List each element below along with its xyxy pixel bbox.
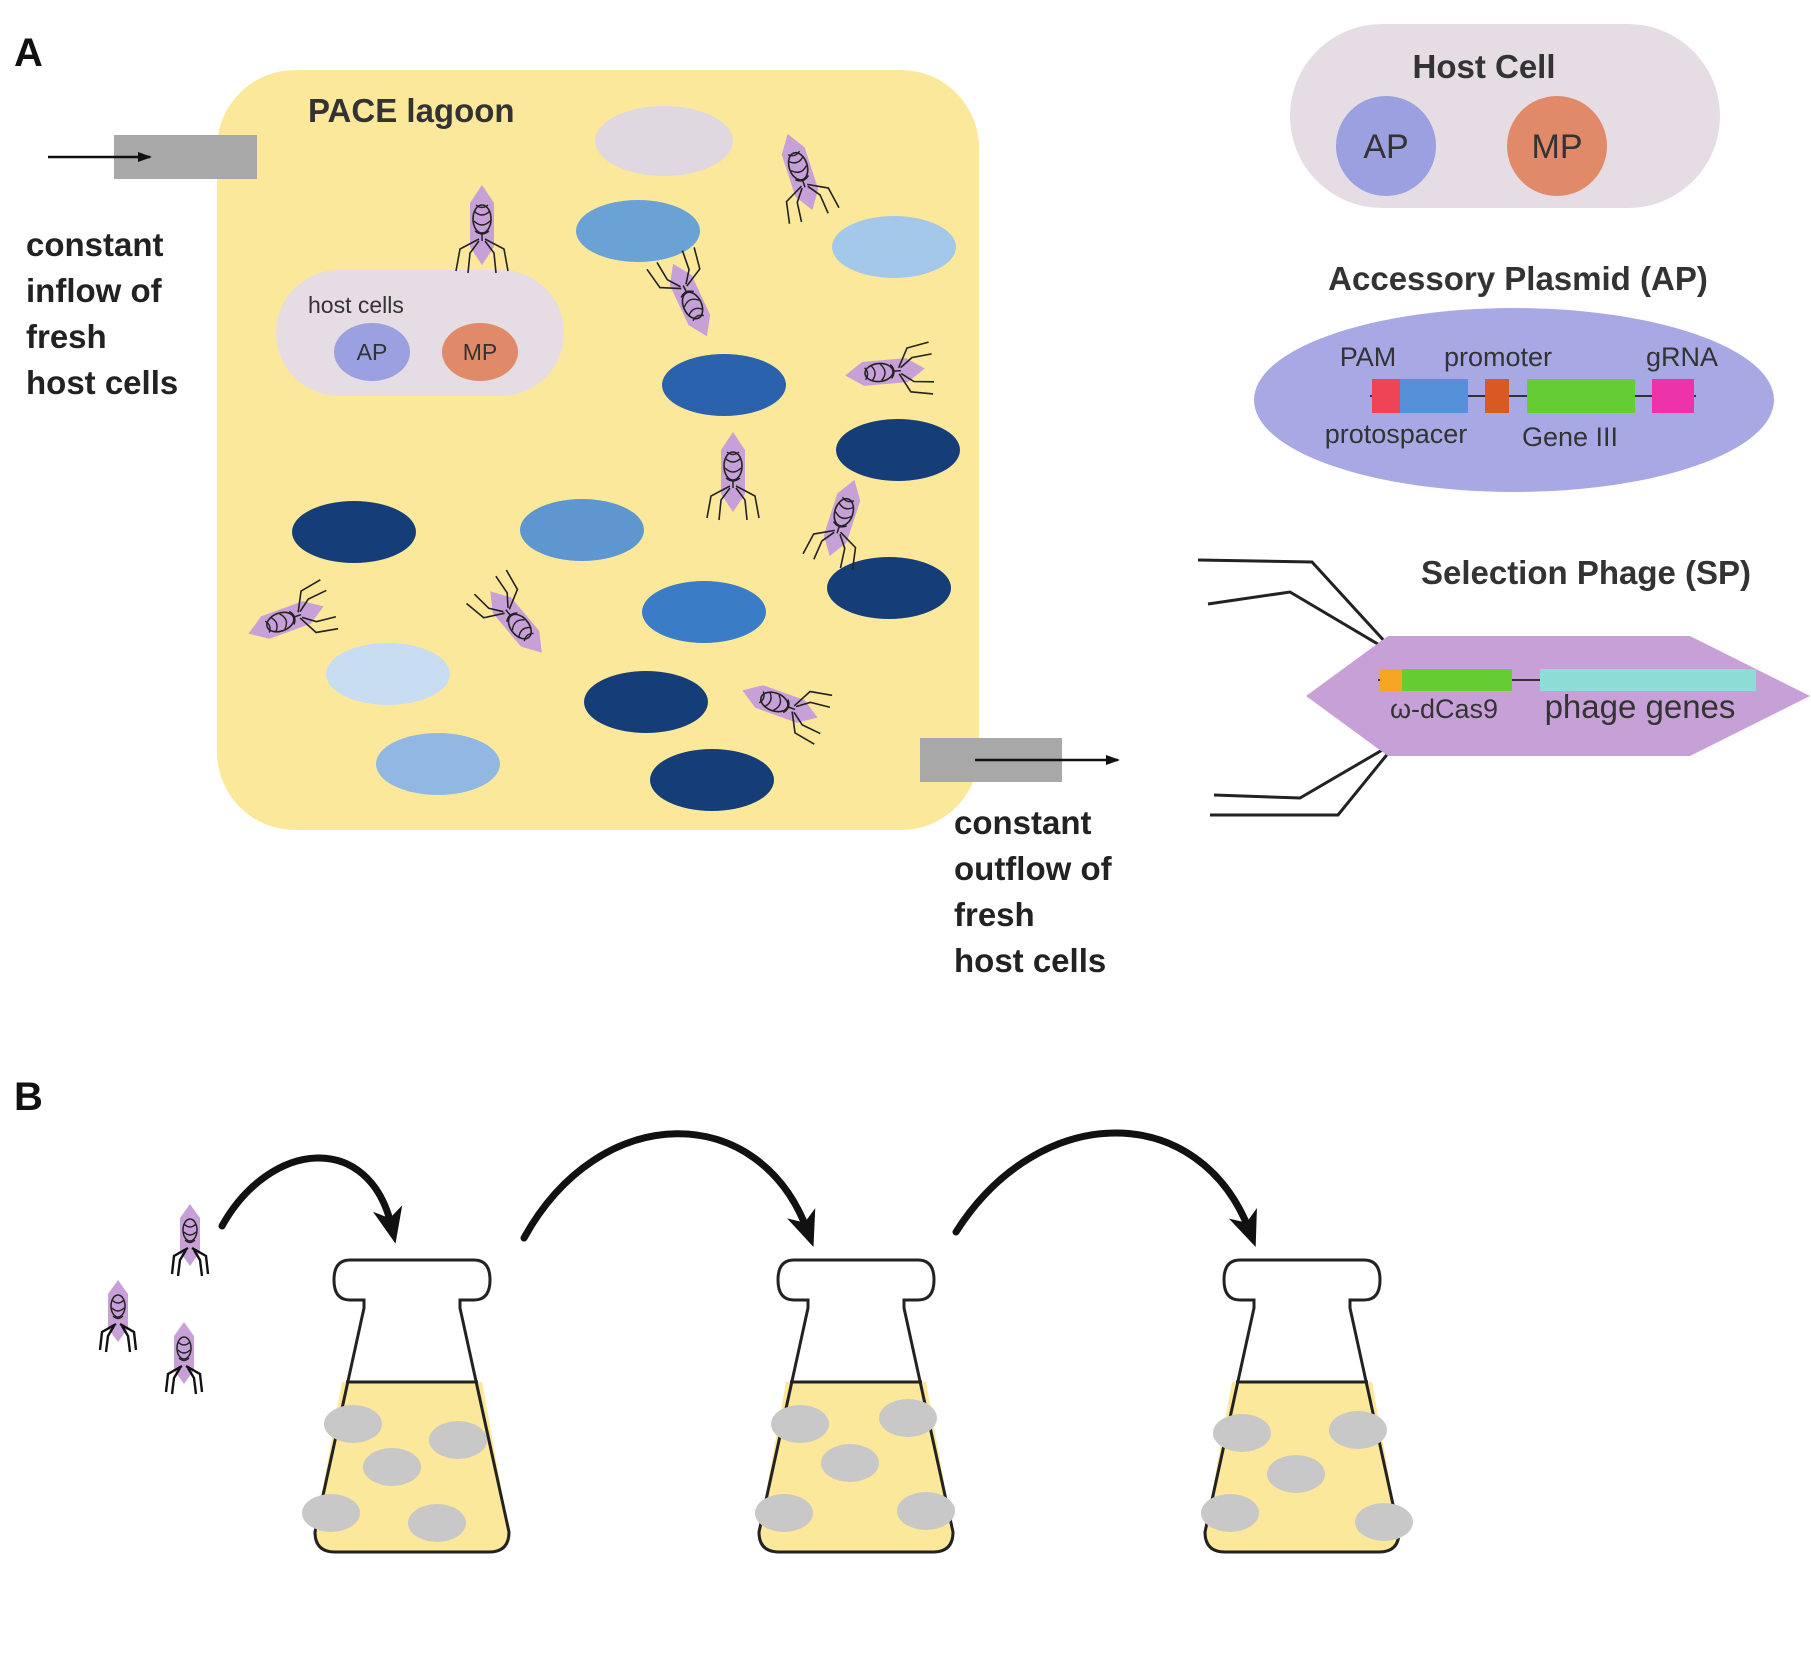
outflow-line-2: outflow of xyxy=(954,850,1113,887)
transfer-arrows xyxy=(218,1129,1257,1248)
lagoon-cell xyxy=(832,216,956,278)
flask-1 xyxy=(302,1258,511,1554)
lagoon-cell xyxy=(836,419,960,481)
selection-phage-body xyxy=(1306,636,1810,756)
host-cell-title: Host Cell xyxy=(1412,48,1555,85)
flask-2 xyxy=(755,1258,955,1554)
panel-b-phages xyxy=(98,1202,210,1396)
inner-ap-label: AP xyxy=(357,339,388,365)
inner-mp-label: MP xyxy=(463,339,498,365)
inner-host-cell xyxy=(276,270,564,396)
lagoon-cell xyxy=(650,749,774,811)
pace-lagoon xyxy=(217,70,979,830)
transfer-arrow-3 xyxy=(952,1129,1257,1247)
selection-phage-tails xyxy=(1197,558,1400,817)
transfer-arrow-2 xyxy=(520,1130,816,1248)
inflow-line-3: fresh xyxy=(26,318,107,355)
inner-host-title: host cells xyxy=(308,292,404,318)
phage-genes-label: phage genes xyxy=(1545,688,1736,725)
lagoon-cells xyxy=(292,106,960,811)
inner-mp-circle xyxy=(442,323,518,381)
lagoon-cell xyxy=(326,643,450,705)
inner-ap-circle xyxy=(334,323,410,381)
accessory-plasmid-title: Accessory Plasmid (AP) xyxy=(1328,260,1708,297)
phage-icon xyxy=(164,1320,204,1396)
phage-icon xyxy=(170,1202,210,1278)
dcas9-segment xyxy=(1402,669,1512,691)
panel-b-label: B xyxy=(14,1075,43,1119)
lagoon-cell xyxy=(642,581,766,643)
gene3-label: Gene III xyxy=(1522,422,1618,452)
promoter-segment xyxy=(1485,379,1509,413)
omega-segment xyxy=(1380,669,1402,691)
lagoon-cell xyxy=(595,106,733,176)
pam-segment xyxy=(1372,379,1400,413)
lagoon-cell xyxy=(520,499,644,561)
transfer-arrow-1 xyxy=(218,1154,403,1244)
host-mp-circle xyxy=(1507,96,1607,196)
outflow-line-3: fresh xyxy=(954,896,1035,933)
lagoon-cell xyxy=(827,557,951,619)
host-ap-label: AP xyxy=(1363,128,1408,166)
inflow-line-2: inflow of xyxy=(26,272,163,309)
grna-segment xyxy=(1652,379,1694,413)
protospacer-segment xyxy=(1400,379,1468,413)
outflow-label: constant outflow of fresh host cells xyxy=(954,804,1113,979)
phage-icon xyxy=(98,1278,138,1354)
outflow-line-1: constant xyxy=(954,804,1092,841)
lagoon-cell xyxy=(376,733,500,795)
accessory-plasmid xyxy=(1254,308,1774,492)
flask-3 xyxy=(1201,1258,1413,1554)
host-ap-circle xyxy=(1336,96,1436,196)
pam-label: PAM xyxy=(1340,342,1397,372)
inflow-label: constant inflow of fresh host cells xyxy=(26,226,178,401)
lagoon-cell xyxy=(292,501,416,563)
panel-a-label: A xyxy=(14,31,43,75)
selection-phage-title: Selection Phage (SP) xyxy=(1421,554,1751,591)
lagoon-cell xyxy=(662,354,786,416)
grna-label: gRNA xyxy=(1646,342,1718,372)
gene3-segment xyxy=(1527,379,1635,413)
protospacer-label: protospacer xyxy=(1325,419,1468,449)
inflow-line-4: host cells xyxy=(26,364,178,401)
host-mp-label: MP xyxy=(1532,128,1583,166)
outflow-line-4: host cells xyxy=(954,942,1106,979)
lagoon-title: PACE lagoon xyxy=(308,92,515,129)
phage-genes-segment xyxy=(1540,669,1756,691)
promoter-label: promoter xyxy=(1444,342,1552,372)
lagoon-cell xyxy=(576,200,700,262)
dcas9-label: ω-dCas9 xyxy=(1390,694,1498,724)
lagoon-cell xyxy=(584,671,708,733)
inflow-line-1: constant xyxy=(26,226,164,263)
